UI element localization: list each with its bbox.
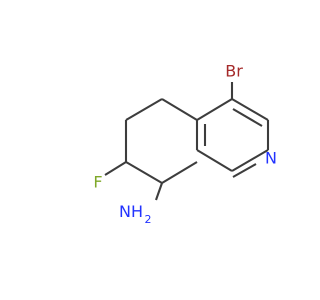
bond-c1-c8a [196,149,233,172]
bond-c8-n [155,182,163,201]
amine-subscript: 2 [145,213,152,226]
fluorine-label: F [93,173,102,192]
bond-c5-c6 [125,98,163,121]
bromine-label: Br [225,62,243,81]
amine-main: NH [119,202,143,221]
double-bond-n2-c1 [232,163,257,178]
bond-c4a-c4 [196,98,233,121]
bond-c8-c8a [161,161,198,184]
bond-c4a-c5 [161,98,198,121]
double-bond-c4-c3 [232,108,263,127]
nitrogen-label: N [265,149,277,168]
amine-label: NH [119,202,143,221]
bond-c4-c3 [231,98,269,121]
molecule-structure: Br N F NH 2 [93,62,277,227]
bond-c7-c8 [125,161,163,184]
bond-n2-c1 [231,149,269,172]
bond-c7-f [104,161,127,176]
